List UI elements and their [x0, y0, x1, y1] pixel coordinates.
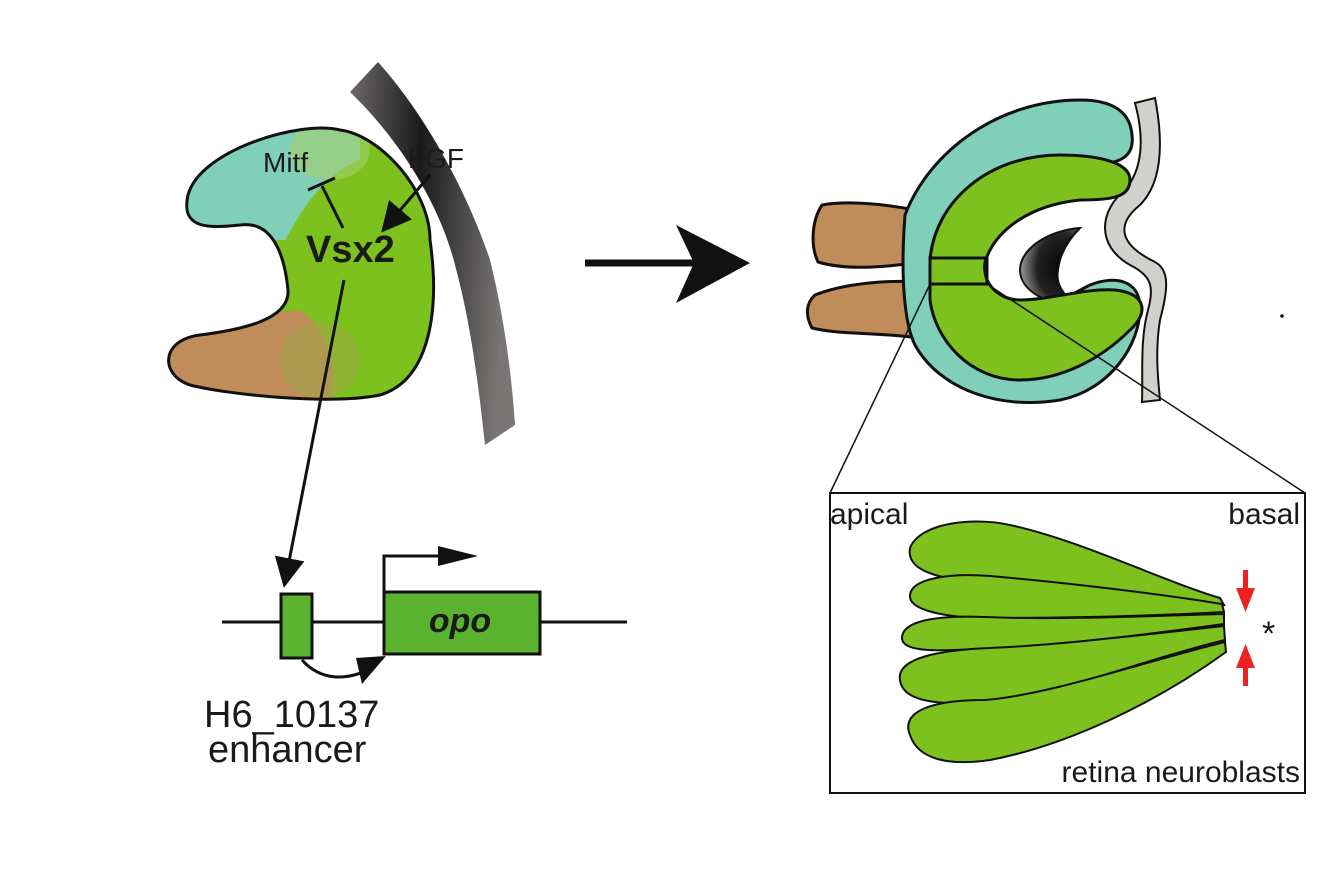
constriction-arrows: [1236, 570, 1255, 686]
enhancer-type-label: enhancer: [208, 729, 367, 771]
surface-ectoderm-right: [1104, 96, 1168, 404]
right-optic-cup: [806, 96, 1306, 494]
gene-model: opo H6_10137 enhancer: [204, 546, 627, 771]
asterisk-label: *: [1262, 615, 1275, 653]
stray-dot: [1280, 314, 1284, 318]
fgf-arrow: [381, 174, 432, 233]
opo-gene-box: [382, 590, 542, 656]
tss-arrowhead: [438, 546, 478, 566]
vsx2-label: Vsx2: [306, 229, 395, 271]
mitf-inhibition-line: [320, 185, 345, 229]
optic-stalk-lower: [806, 279, 920, 340]
left-optic-vesicle: Mitf FGF Vsx2: [167, 62, 515, 445]
vsx2-to-enhancer-arrow: [274, 279, 346, 588]
neural-retina-layer: [928, 153, 1144, 382]
progression-arrow: [585, 225, 750, 303]
tss-arrow: [382, 554, 440, 592]
basal-label: basal: [1228, 498, 1300, 531]
enhancer-box: [279, 592, 314, 660]
zoom-line-right: [986, 283, 1306, 494]
mitf-inhibition-bar: [307, 176, 336, 192]
enhancer-name-label: H6_10137: [204, 694, 379, 736]
surface-ectoderm: [350, 62, 515, 445]
neuroblast-inset: apical basal * retina neuroblasts: [829, 492, 1306, 794]
optic-stalk-upper: [811, 201, 922, 269]
left-cup-outline: [167, 126, 435, 401]
apical-label: apical: [830, 498, 908, 531]
inset-caption: retina neuroblasts: [1062, 756, 1300, 789]
mitf-label: Mitf: [263, 147, 308, 178]
neuroblast-cell: [907, 640, 1228, 764]
zoom-region-box: [928, 256, 989, 286]
neuroblast-cells: [898, 520, 1228, 764]
fgf-label: FGF: [408, 143, 464, 174]
enhancer-activation-arrowhead: [356, 656, 386, 684]
opo-label: opo: [429, 602, 491, 640]
zoom-line-left: [829, 283, 931, 494]
